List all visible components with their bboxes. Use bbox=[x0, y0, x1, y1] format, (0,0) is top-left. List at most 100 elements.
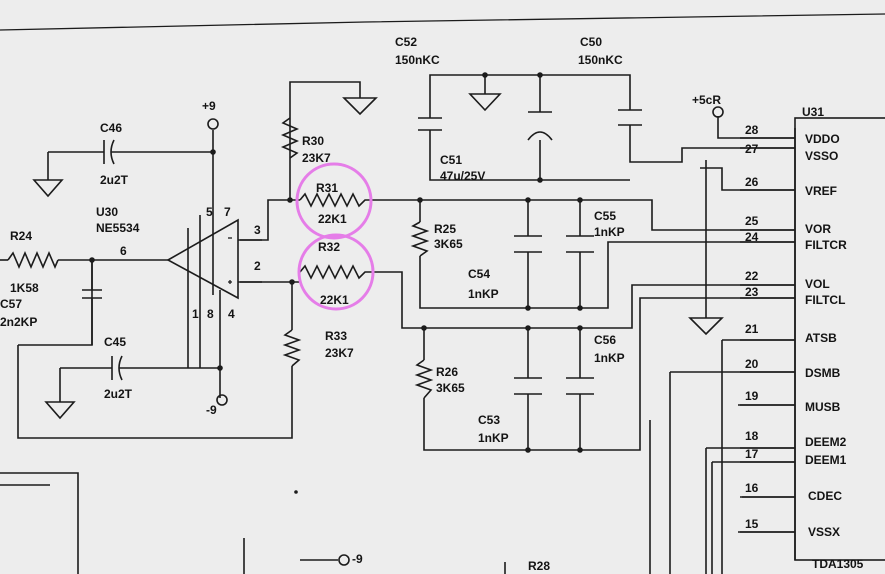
resistor-r30 bbox=[280, 117, 300, 159]
capacitor-c55 bbox=[566, 235, 594, 253]
ground-symbol bbox=[342, 97, 378, 116]
capacitor-c51 bbox=[527, 111, 553, 141]
label-c51-ref: C51 bbox=[440, 153, 462, 167]
highlight-r32 bbox=[297, 233, 375, 311]
resistor-r25 bbox=[410, 221, 430, 257]
label-u31-value: TDA1305 bbox=[812, 557, 864, 571]
label-c54-ref: C54 bbox=[468, 267, 490, 281]
u31-pin-name: VOL bbox=[805, 277, 830, 291]
label-c53-value: 1nKP bbox=[478, 431, 509, 445]
u31-pin-name: DEEM2 bbox=[805, 435, 847, 449]
label-c51-value: 47u/25V bbox=[440, 169, 485, 183]
label-r32-ref: R32 bbox=[318, 240, 340, 254]
ground-symbol bbox=[32, 179, 64, 198]
label-r28-ref: R28 bbox=[528, 559, 550, 573]
u31-pin-num: 20 bbox=[745, 357, 759, 371]
label-r32-value: 22K1 bbox=[320, 293, 349, 307]
label-r25-value: 3K65 bbox=[434, 237, 463, 251]
u31-pin-name: DSMB bbox=[805, 366, 841, 380]
u31-pins: 28 VDDO 27 VSSO 26 VREF 25 VOR 24 FILTCR… bbox=[745, 123, 847, 539]
u30-pin-2: 2 bbox=[254, 259, 261, 273]
label-r24-ref: R24 bbox=[10, 229, 32, 243]
capacitor-c57 bbox=[82, 260, 102, 302]
opamp-u30 bbox=[166, 218, 262, 300]
label-c54-value: 1nKP bbox=[468, 287, 499, 301]
terminal-plus9 bbox=[207, 118, 219, 130]
ground-symbol bbox=[688, 317, 724, 336]
label-r24-value: 1K58 bbox=[10, 281, 39, 295]
capacitor-c45 bbox=[100, 355, 140, 381]
label-r25-ref: R25 bbox=[434, 222, 456, 236]
label-c55-value: 1nKP bbox=[594, 225, 625, 239]
resistor-r26 bbox=[414, 359, 434, 399]
wires bbox=[0, 13, 885, 574]
ic-u31 bbox=[740, 117, 885, 561]
u30-pin-4: 4 bbox=[228, 307, 235, 321]
u31-pin-num: 17 bbox=[745, 447, 759, 461]
junction-dots bbox=[89, 72, 583, 494]
label-u30-ref: U30 bbox=[96, 205, 118, 219]
u31-pin-num: 21 bbox=[745, 322, 759, 336]
u30-pin-numbers: 3 2 6 5 7 1 8 4 bbox=[120, 205, 261, 321]
label-c57-value: 2n2KP bbox=[0, 315, 37, 329]
ground-symbol bbox=[468, 93, 502, 112]
resistors bbox=[7, 117, 434, 399]
label-r33-ref: R33 bbox=[325, 329, 347, 343]
label-u31-ref: U31 bbox=[802, 105, 824, 119]
label-r26-ref: R26 bbox=[436, 365, 458, 379]
resistor-r31 bbox=[299, 192, 370, 208]
label-c45-ref: C45 bbox=[104, 335, 126, 349]
label-r30-ref: R30 bbox=[302, 134, 324, 148]
label-u30-value: NE5534 bbox=[96, 221, 140, 235]
label-minus9: -9 bbox=[206, 403, 217, 417]
label-c57-ref: C57 bbox=[0, 297, 22, 311]
u30-pin-5: 5 bbox=[206, 205, 213, 219]
label-r31-value: 22K1 bbox=[318, 212, 347, 226]
component-labels: C52 150nKC C50 150nKC C51 47u/25V +9 +5c… bbox=[0, 35, 864, 573]
terminal-minus9-bottom bbox=[338, 554, 350, 566]
u31-pin-name: VSSX bbox=[808, 525, 840, 539]
label-r26-value: 3K65 bbox=[436, 381, 465, 395]
highlight-r31 bbox=[295, 162, 373, 240]
ground-symbol bbox=[44, 401, 76, 420]
u31-pin-num: 27 bbox=[745, 142, 759, 156]
u30-pin-1: 1 bbox=[192, 307, 199, 321]
label-r31-ref: R31 bbox=[316, 181, 338, 195]
u30-pin-6: 6 bbox=[120, 244, 127, 258]
capacitor-c54 bbox=[514, 235, 542, 253]
u31-pin-name: VDDO bbox=[805, 132, 840, 146]
label-c52-ref: C52 bbox=[395, 35, 417, 49]
capacitor-c53 bbox=[514, 377, 542, 395]
u30-pin-8: 8 bbox=[207, 307, 214, 321]
label-plus9: +9 bbox=[202, 99, 216, 113]
label-r30-value: 23K7 bbox=[302, 151, 331, 165]
u31-pin-num: 25 bbox=[745, 214, 759, 228]
label-c56-ref: C56 bbox=[594, 333, 616, 347]
u30-pin-3: 3 bbox=[254, 223, 261, 237]
terminal-plus5cr bbox=[712, 106, 724, 118]
capacitor-c46 bbox=[92, 139, 148, 165]
u31-pin-num: 26 bbox=[745, 175, 759, 189]
u31-pin-num: 24 bbox=[745, 230, 759, 244]
u31-pin-name: MUSB bbox=[805, 400, 841, 414]
resistor-r24 bbox=[7, 250, 59, 270]
label-c46-ref: C46 bbox=[100, 121, 122, 135]
capacitors bbox=[82, 109, 642, 395]
u31-pin-num: 28 bbox=[745, 123, 759, 137]
u31-pin-name: FILTCL bbox=[805, 293, 845, 307]
u31-pin-name: ATSB bbox=[805, 331, 837, 345]
label-c50-value: 150nKC bbox=[578, 53, 623, 67]
label-c52-value: 150nKC bbox=[395, 53, 440, 67]
label-c56-value: 1nKP bbox=[594, 351, 625, 365]
label-minus9-bottom: -9 bbox=[352, 552, 363, 566]
label-c45-value: 2u2T bbox=[104, 387, 133, 401]
label-c46-value: 2u2T bbox=[100, 173, 129, 187]
u31-pin-num: 18 bbox=[745, 429, 759, 443]
label-c55-ref: C55 bbox=[594, 209, 616, 223]
u31-pin-name: DEEM1 bbox=[805, 453, 847, 467]
u31-pin-name: VOR bbox=[805, 222, 831, 236]
capacitor-c50 bbox=[618, 109, 642, 126]
label-c50-ref: C50 bbox=[580, 35, 602, 49]
